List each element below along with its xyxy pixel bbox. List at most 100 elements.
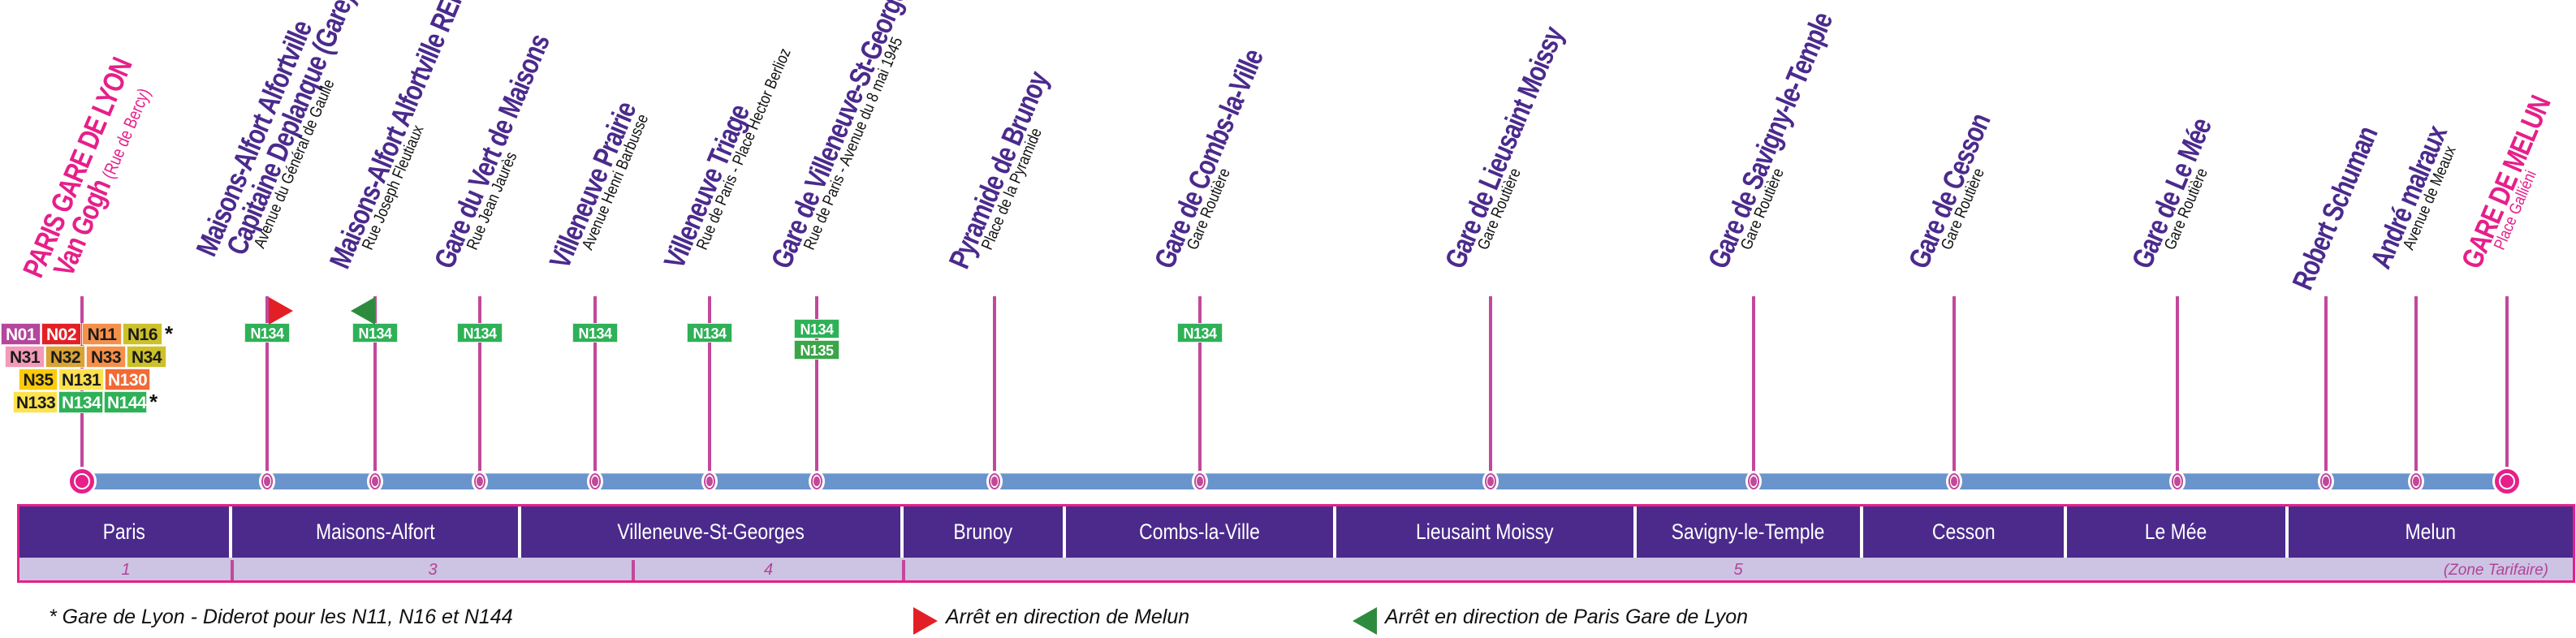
terminus-stop-marker[interactable] xyxy=(2492,467,2522,496)
station-stem xyxy=(1952,296,1956,479)
paris-line-badge-n133[interactable]: N133 xyxy=(13,391,58,413)
commune-cell: Maisons-Alfort xyxy=(232,507,521,558)
station-stem xyxy=(373,296,377,479)
terminus-stop-marker[interactable] xyxy=(67,467,97,496)
commune-cell: Villeneuve-St-Georges xyxy=(521,507,904,558)
direction-paris-flag-icon xyxy=(1353,607,1377,635)
station-stem xyxy=(1752,296,1755,479)
zone-divider xyxy=(902,560,905,580)
stop-marker[interactable] xyxy=(1192,471,1208,492)
commune-name: Paris xyxy=(102,519,146,544)
commune-band: Paris Maisons-Alfort Villeneuve-St-Georges… xyxy=(19,507,2573,558)
stop-marker[interactable] xyxy=(2318,471,2334,492)
asterisk-marker: * xyxy=(149,390,158,414)
station-stem xyxy=(2176,296,2179,479)
paris-line-badge-n02[interactable]: N02 xyxy=(41,323,81,345)
zone-note: (Zone Tarifaire) xyxy=(2443,562,2548,579)
commune-cell: Brunoy xyxy=(904,507,1066,558)
paris-line-badge-n144[interactable]: N144 xyxy=(104,391,147,413)
stop-marker[interactable] xyxy=(472,471,488,492)
asterisk-marker: * xyxy=(165,321,174,346)
line-badge-n134[interactable]: N134 xyxy=(794,319,839,338)
station-name: Robert Schuman xyxy=(2285,122,2384,295)
line-badge-n134[interactable]: N134 xyxy=(244,323,290,343)
station-stem xyxy=(265,296,269,479)
commune-name: Villeneuve-St-Georges xyxy=(617,519,805,544)
commune-cell: Paris xyxy=(19,507,232,558)
stop-marker[interactable] xyxy=(259,471,275,492)
line-badge-n134[interactable]: N134 xyxy=(1177,323,1223,343)
stop-marker[interactable] xyxy=(587,471,603,492)
paris-line-badge-n16[interactable]: N16 xyxy=(123,323,162,345)
station-name: Gare de Lieusaint Moissy xyxy=(1438,22,1570,274)
commune-cell: Melun xyxy=(2289,507,2573,558)
station-stem xyxy=(815,296,818,479)
paris-line-badge-n11[interactable]: N11 xyxy=(82,323,122,345)
zone-cell: 4 xyxy=(763,561,774,579)
line-badge-n134[interactable]: N134 xyxy=(352,323,398,343)
stop-marker[interactable] xyxy=(1745,471,1762,492)
commune-zone-frame: Paris Maisons-Alfort Villeneuve-St-Georges… xyxy=(17,504,2575,583)
line-track xyxy=(82,473,2507,489)
zone-divider xyxy=(231,560,234,580)
commune-cell: Savigny-le-Temple xyxy=(1637,507,1863,558)
paris-line-badge-n131[interactable]: N131 xyxy=(58,369,104,390)
stop-marker[interactable] xyxy=(1482,471,1499,492)
line-badge-n134[interactable]: N134 xyxy=(572,323,618,343)
station-stem xyxy=(993,296,996,479)
line-badge-n134[interactable]: N134 xyxy=(457,323,503,343)
commune-name: Brunoy xyxy=(953,519,1013,544)
zone-cell: 3 xyxy=(428,561,438,579)
paris-line-badge-n34[interactable]: N34 xyxy=(127,346,166,368)
station-name: Villeneuve Triage xyxy=(657,100,756,274)
station-stem xyxy=(2414,296,2418,479)
stop-marker[interactable] xyxy=(367,471,383,492)
commune-cell: Cesson xyxy=(1863,507,2067,558)
paris-line-badge-n130[interactable]: N130 xyxy=(105,369,150,390)
station-stem xyxy=(2505,296,2509,479)
paris-line-badge-n32[interactable]: N32 xyxy=(45,346,85,368)
stop-marker[interactable] xyxy=(809,471,825,492)
direction-melun-flag-icon xyxy=(269,297,293,325)
station-name: Gare de Savigny-le-Temple xyxy=(1701,7,1840,274)
station-stem xyxy=(2324,296,2328,479)
commune-name: Lieusaint Moissy xyxy=(1416,519,1554,544)
legend-direction-melun: Arrêt en direction de Melun xyxy=(946,606,1190,628)
stop-marker[interactable] xyxy=(701,471,718,492)
commune-name: Combs-la-Ville xyxy=(1139,519,1260,544)
line-badge-n135[interactable]: N135 xyxy=(794,340,839,360)
line-badge-n134[interactable]: N134 xyxy=(687,323,732,343)
stop-marker[interactable] xyxy=(986,471,1003,492)
paris-line-badge-n35[interactable]: N35 xyxy=(19,369,58,390)
paris-line-badge-n01[interactable]: N01 xyxy=(1,323,41,345)
stop-marker[interactable] xyxy=(2169,471,2186,492)
station-name: Gare de Combs-la-Ville xyxy=(1147,45,1270,274)
paris-line-badge-n33[interactable]: N33 xyxy=(86,346,126,368)
commune-name: Savigny-le-Temple xyxy=(1672,519,1825,544)
station-stem xyxy=(1489,296,1492,479)
zone-cell: 5 xyxy=(1733,561,1743,579)
zone-divider xyxy=(632,560,635,580)
commune-cell: Lieusaint Moissy xyxy=(1336,507,1637,558)
commune-cell: Combs-la-Ville xyxy=(1066,507,1336,558)
station-stem xyxy=(593,296,597,479)
direction-melun-flag-icon xyxy=(913,607,938,635)
commune-name: Cesson xyxy=(1931,519,1996,544)
station-stem xyxy=(708,296,711,479)
stop-marker[interactable] xyxy=(2408,471,2424,492)
paris-line-badge-n134[interactable]: N134 xyxy=(58,391,103,413)
commune-name: Maisons-Alfort xyxy=(315,519,435,544)
paris-line-badge-n31[interactable]: N31 xyxy=(5,346,45,368)
stop-marker[interactable] xyxy=(1946,471,1962,492)
legend-direction-paris: Arrêt en direction de Paris Gare de Lyon xyxy=(1385,606,1749,628)
